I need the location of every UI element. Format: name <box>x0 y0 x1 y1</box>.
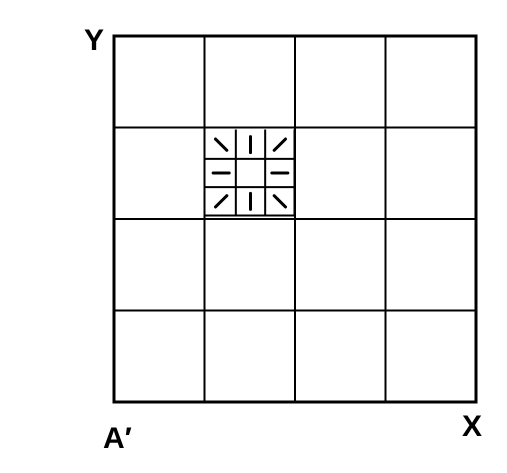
orientation-tick <box>214 137 229 152</box>
orientation-tick <box>272 194 287 209</box>
x-axis-label: X <box>462 410 483 443</box>
detail-cell <box>205 129 296 217</box>
grid-lines <box>112 34 478 404</box>
orientation-tick <box>214 194 229 209</box>
orientation-tick <box>272 137 287 152</box>
origin-label: A′ <box>103 422 132 455</box>
y-axis-label: Y <box>84 24 105 57</box>
